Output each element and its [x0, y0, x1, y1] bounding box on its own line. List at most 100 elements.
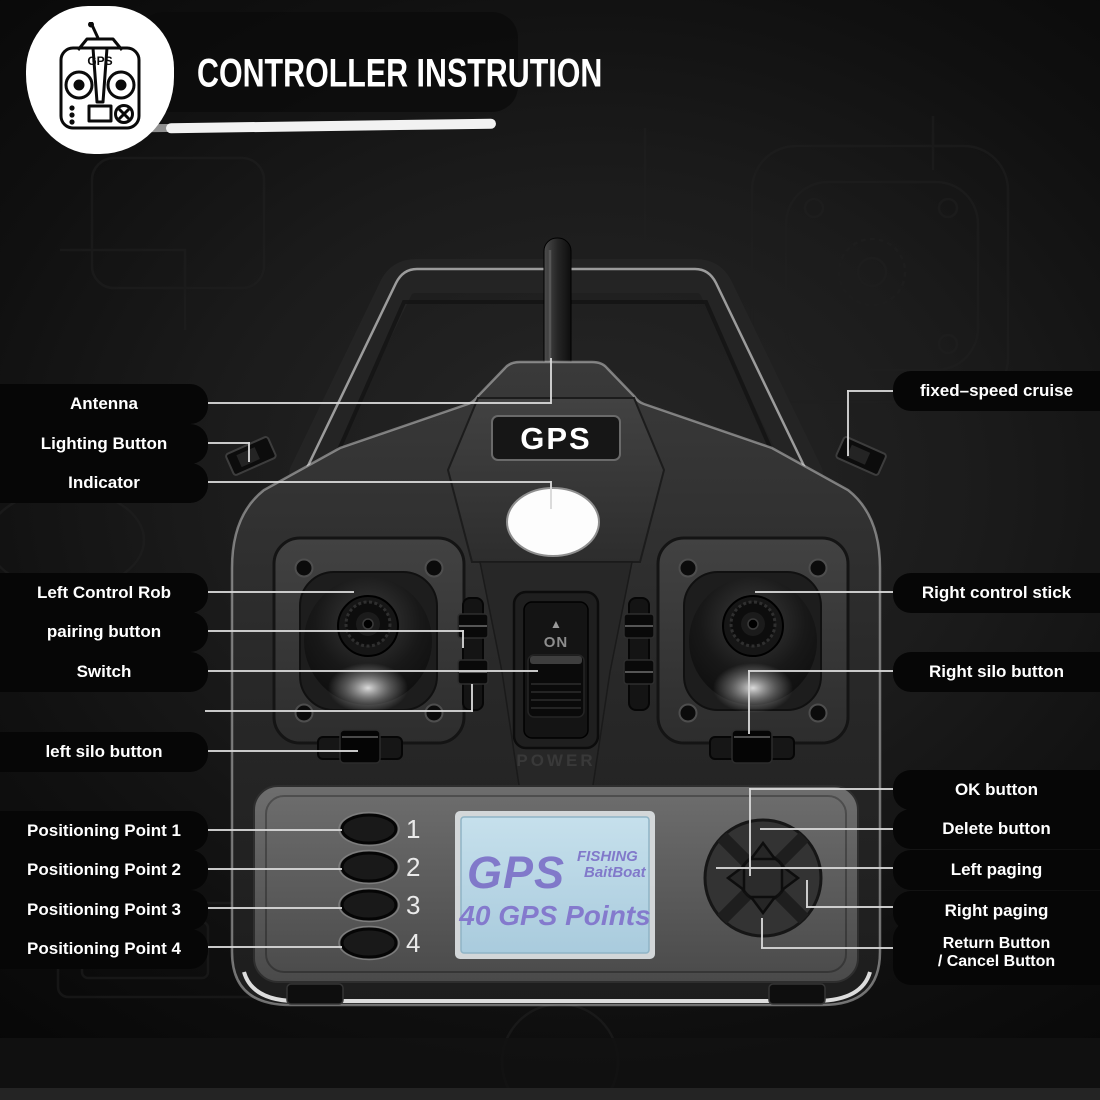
connector-line-ok — [749, 788, 751, 876]
callout-lighting-button: Lighting Button — [0, 424, 208, 464]
callout-label: Left paging — [950, 860, 1043, 880]
dpad-up-arrow — [748, 840, 778, 861]
bottom-shade-band — [0, 1038, 1100, 1088]
connector-line-delete — [760, 828, 893, 830]
connector-line-return — [761, 918, 763, 948]
dpad-left-arrow — [725, 863, 746, 893]
right-control-stick — [656, 536, 850, 745]
positioning-buttons: 1 2 3 4 — [338, 811, 420, 961]
connector-line-antenna — [550, 358, 552, 404]
callout-label: Switch — [76, 662, 132, 682]
lcd-fishing-text: FISHING — [577, 848, 638, 865]
fixed-speed-cruise-button — [835, 436, 887, 476]
lcd-points-text: 40 GPS Points — [458, 900, 650, 931]
connector-line-right-stick — [755, 591, 893, 593]
right-silo-slider — [709, 729, 795, 764]
connector-line-ok — [749, 788, 893, 790]
callout-antenna: Antenna — [0, 384, 208, 424]
ok-button — [738, 853, 788, 903]
callout-left-control-rob: Left Control Rob — [0, 573, 208, 613]
callout-label: pairing button — [46, 622, 162, 642]
positioning-button-3: 3 — [338, 887, 420, 923]
title-backdrop — [138, 12, 518, 112]
connector-line-switch — [208, 670, 538, 672]
callout-label: Return Button — [942, 935, 1051, 953]
callout-label: Left Control Rob — [36, 583, 172, 603]
connector-line-cruise — [847, 390, 893, 392]
connector-line-point1 — [208, 829, 342, 831]
gps-badge-text: GPS — [520, 421, 591, 456]
connector-line-pairing — [208, 630, 464, 632]
dpad-right-arrow — [780, 863, 801, 893]
controller-icon: GPS — [59, 22, 141, 130]
callout-right-silo-button: Right silo button — [893, 652, 1100, 692]
memory-button-number: 4 — [406, 928, 420, 958]
callout-positioning-point-3: Positioning Point 3 — [0, 890, 208, 930]
callout-label: OK button — [954, 780, 1039, 800]
antenna — [543, 237, 572, 381]
left-silo-slider — [317, 729, 403, 764]
connector-line-cruise — [847, 390, 849, 456]
positioning-button-4: 4 — [338, 925, 420, 961]
power-on-label: ON — [544, 634, 569, 651]
connector-line-point3 — [208, 907, 342, 909]
callout-ok-button: OK button — [893, 770, 1100, 810]
callout-label: Indicator — [68, 473, 140, 493]
connector-line-indicator — [550, 481, 552, 509]
callout-positioning-point-2: Positioning Point 2 — [0, 850, 208, 890]
connector-line-indicator — [208, 481, 551, 483]
memory-button-number: 1 — [406, 814, 420, 844]
callout-positioning-point-4: Positioning Point 4 — [0, 929, 208, 969]
right-trim-slider — [623, 597, 655, 711]
connector-line-left-silo — [208, 750, 358, 752]
callout-label: Right paging — [944, 901, 1049, 921]
callout-label: fixed–speed cruise — [919, 381, 1074, 401]
positioning-button-2: 2 — [338, 849, 420, 885]
bottom-edge-band — [0, 1088, 1100, 1100]
connector-line-lower-trim — [205, 710, 473, 712]
lcd-brand-text: GPS — [467, 847, 565, 898]
icon-gps-text: GPS — [87, 54, 112, 68]
callout-fixed-speed-cruise: fixed–speed cruise — [893, 371, 1100, 411]
connector-line-right-silo — [748, 670, 750, 734]
callout-return-cancel-button: Return Button / Cancel Button — [893, 921, 1100, 985]
indicator-light — [506, 487, 600, 557]
connector-line-antenna — [208, 402, 551, 404]
connector-line-return — [761, 947, 893, 949]
connector-line-left-paging — [716, 867, 893, 869]
pairing-trim-slider — [457, 597, 489, 711]
callout-delete-button: Delete button — [893, 809, 1100, 849]
connector-line-lighting — [248, 442, 250, 462]
callout-switch: Switch — [0, 652, 208, 692]
memory-button-number: 3 — [406, 890, 420, 920]
callout-label-line2: / Cancel Button — [937, 953, 1056, 970]
callout-label: Delete button — [942, 819, 1051, 839]
callout-left-paging: Left paging — [893, 850, 1100, 890]
page-title: CONTROLLER INSTRUTION — [197, 52, 603, 96]
connector-line-left-stick — [208, 591, 354, 593]
power-on-arrow: ▲ — [550, 617, 562, 631]
callout-pairing-button: pairing button — [0, 612, 208, 652]
connector-line-right-silo — [748, 670, 893, 672]
connector-line-lighting — [208, 442, 250, 444]
connector-line-lower-trim — [471, 684, 473, 712]
callout-label: Positioning Point 3 — [27, 900, 181, 920]
lcd-baitboat-text: BaitBoat — [584, 864, 647, 881]
header-icon-badge: GPS — [26, 6, 174, 154]
callout-positioning-point-1: Positioning Point 1 — [0, 811, 208, 851]
connector-line-point4 — [208, 946, 342, 948]
callout-label: Right control stick — [921, 583, 1072, 603]
callout-right-control-stick: Right control stick — [893, 573, 1100, 613]
dpad — [703, 818, 823, 938]
connector-line-right-paging — [806, 906, 893, 908]
memory-button-number: 2 — [406, 852, 420, 882]
power-label: POWER — [516, 751, 595, 770]
callout-label: left silo button — [45, 742, 163, 762]
lcd-screen: GPS FISHING BaitBoat 40 GPS Points — [455, 811, 655, 959]
callout-label: Lighting Button — [40, 434, 168, 454]
callout-label: Positioning Point 2 — [27, 860, 181, 880]
connector-line-pairing — [462, 630, 464, 648]
dpad-down-arrow — [748, 895, 778, 916]
